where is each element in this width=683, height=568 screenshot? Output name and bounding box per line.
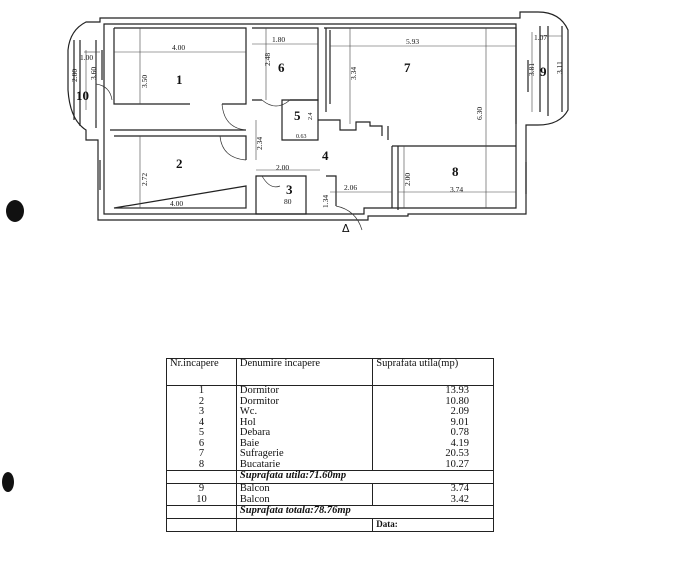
cell-name: Bucatarie (235, 459, 374, 471)
room-number-7: 7 (404, 60, 411, 75)
cell-name: Baie (235, 438, 374, 449)
dim-label: 1.00 (80, 53, 93, 62)
cell-name: Dormitor (235, 396, 374, 407)
area-table-grid: Nr.incapere Denumire incapere Suprafata … (166, 358, 495, 532)
dim-label: 2.4 (308, 113, 314, 121)
floor-plan-drawing: 4.00 1.00 2.80 3.60 3.50 2.72 4.00 1.80 … (67, 11, 569, 235)
room-number-10: 10 (76, 88, 89, 103)
dim-label: 1.80 (272, 35, 285, 44)
dim-label: 2.80 (70, 69, 79, 82)
door-swings (95, 83, 363, 231)
date-label: Data: (376, 519, 398, 529)
cell-name: Balcon (235, 483, 374, 495)
cell-name: Dormitor (235, 385, 374, 397)
cell-nr: 10 (166, 494, 237, 506)
cell-nr: 7 (166, 448, 237, 460)
header-nr: Nr.incapere (166, 358, 237, 386)
walls (67, 11, 569, 221)
dim-label: 3.81 (527, 63, 536, 76)
binder-hole-icon (6, 200, 24, 222)
header-area: Suprafata utila(mp) (372, 358, 494, 386)
dim-label: 1.34 (321, 195, 330, 208)
subtotal-text: Suprafata utila:71.60mp (235, 470, 495, 484)
date-row: Data: (166, 518, 494, 532)
binder-hole-icon (2, 472, 14, 492)
room-number-3: 3 (286, 182, 293, 197)
dim-label: 2.00 (276, 163, 289, 172)
cell-area: 20.53 (372, 448, 494, 460)
room-number-2: 2 (176, 156, 183, 171)
area-table: Nr.incapere Denumire incapere Suprafata … (166, 358, 495, 568)
dim-label: 2.00 (403, 173, 412, 186)
entrance-triangle-icon: Δ (342, 222, 350, 235)
cell-name: Hol (235, 417, 374, 428)
dimension-lines (84, 28, 562, 209)
dim-label: 3.60 (89, 67, 98, 80)
dim-label: 5.93 (406, 37, 419, 46)
room-number-8: 8 (452, 164, 459, 179)
room-number-1: 1 (176, 72, 183, 87)
dim-label: 4.00 (170, 199, 183, 208)
cell-nr: 9 (166, 483, 237, 495)
header-name: Denumire incapere (235, 358, 374, 386)
dim-label: 4.00 (172, 43, 185, 52)
cell-nr: 8 (166, 459, 237, 471)
cell-name: Sufragerie (235, 448, 374, 460)
dim-label: 3.34 (349, 67, 358, 80)
cell-area: 9.01 (372, 417, 494, 428)
dim-label: 0.63 (296, 134, 307, 140)
cell-area: 3.42 (372, 494, 494, 506)
dim-label: 3.11 (555, 61, 564, 74)
room-numbers: 1 2 3 4 5 6 7 8 9 10 (76, 60, 547, 197)
cell-nr: 3 (166, 406, 237, 418)
table-header-row: Nr.incapere Denumire incapere Suprafata … (166, 358, 494, 386)
dim-label: 80 (284, 197, 292, 206)
cell-area: 4.19 (372, 438, 494, 449)
cell-area: 13.93 (372, 385, 494, 397)
room-number-4: 4 (322, 148, 329, 163)
cell-area: 10.80 (372, 396, 494, 407)
total-text: Suprafata totala:78.76mp (235, 505, 495, 519)
dim-label: 1.07 (534, 33, 547, 42)
dim-label: 6.30 (475, 107, 484, 120)
cell-nr: 5 (166, 427, 237, 439)
dim-label: 2.72 (140, 173, 149, 186)
total-row: Suprafata totala:78.76mp (166, 505, 495, 519)
dim-label: 3.74 (450, 185, 463, 194)
cell-area: 3.74 (372, 483, 494, 495)
cell-name: Debara (235, 427, 374, 439)
floor-plan: 4.00 1.00 2.80 3.60 3.50 2.72 4.00 1.80 … (0, 0, 683, 250)
cell-name: Balcon (235, 494, 374, 506)
room-number-5: 5 (294, 108, 301, 123)
cell-area: 0.78 (372, 427, 494, 439)
cell-area: 10.27 (372, 459, 494, 471)
subtotal-row: Suprafata utila:71.60mp (166, 470, 495, 484)
room-number-6: 6 (278, 60, 285, 75)
cell-nr: 1 (166, 385, 237, 397)
room-number-9: 9 (540, 64, 547, 79)
dimension-labels: 4.00 1.00 2.80 3.60 3.50 2.72 4.00 1.80 … (70, 33, 564, 208)
dim-label: 2.48 (263, 53, 272, 66)
dim-label: 2.06 (344, 183, 357, 192)
dim-label: 3.50 (140, 75, 149, 88)
cell-area: 2.09 (372, 406, 494, 418)
cell-name: Wc. (235, 406, 374, 418)
dim-label: 2.34 (255, 137, 264, 150)
